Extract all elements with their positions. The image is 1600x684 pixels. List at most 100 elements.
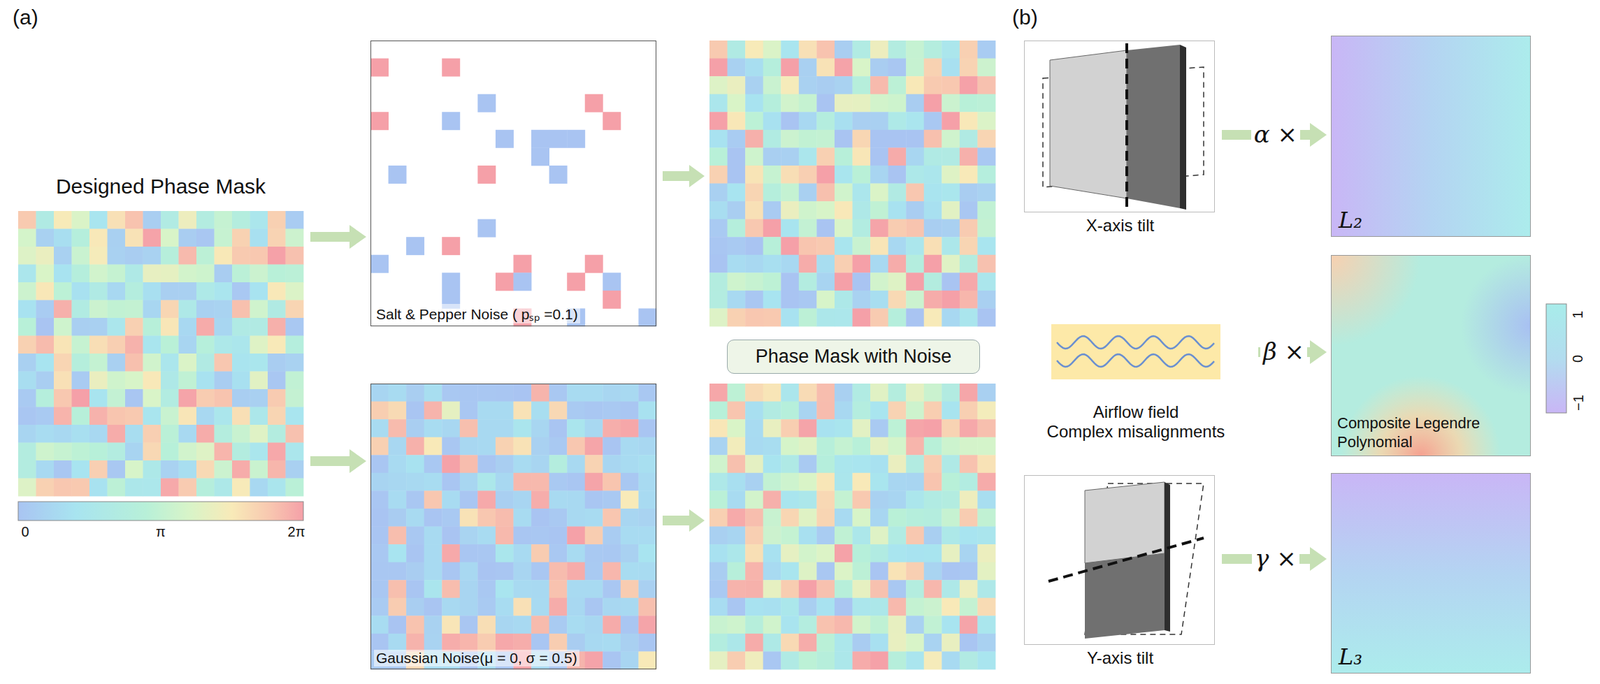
grid-cell <box>620 490 639 509</box>
grid-cell <box>89 211 108 230</box>
grid-cell <box>745 130 764 149</box>
grid-cell <box>441 633 460 653</box>
grid-cell <box>89 318 108 337</box>
grid-cell <box>53 424 72 444</box>
grid-cell <box>89 282 108 301</box>
grid-cell <box>905 615 925 634</box>
grid-cell <box>267 371 286 391</box>
grid-cell <box>602 508 621 528</box>
grid-cell <box>214 246 233 265</box>
grid-cell <box>834 455 853 474</box>
grid-cell <box>495 527 514 546</box>
grid-cell <box>388 419 407 438</box>
grid-cell <box>285 229 305 248</box>
grid-cell <box>107 246 126 265</box>
grid-cell <box>924 308 943 327</box>
grid-cell <box>89 443 108 462</box>
grid-cell <box>834 598 853 617</box>
grid-cell <box>852 255 871 274</box>
grid-cell <box>388 473 407 492</box>
grid-cell <box>977 437 996 456</box>
grid-cell <box>406 419 425 438</box>
grid-cell <box>816 236 835 256</box>
grid-cell <box>888 419 907 438</box>
phase-grids <box>18 40 996 670</box>
grid-cell <box>905 165 925 184</box>
grid-cell <box>620 455 639 474</box>
grid-cell <box>780 401 799 421</box>
grid-cell <box>905 598 925 617</box>
grid-cell <box>459 383 479 402</box>
grid-cell <box>459 490 479 509</box>
grid-cell <box>513 544 532 563</box>
grid-cell <box>143 229 162 248</box>
grid-cell <box>459 633 479 653</box>
grid-cell <box>924 201 943 220</box>
grid-cell <box>250 336 269 355</box>
grid-cell <box>125 443 144 462</box>
grid-cell <box>160 443 179 462</box>
grid-cell <box>459 473 479 492</box>
grid-cell <box>160 282 179 301</box>
grid-cell <box>178 282 198 301</box>
grid-cell <box>125 478 144 497</box>
grid-cell <box>549 508 568 528</box>
grid-cell <box>977 165 996 184</box>
grid-cell <box>285 460 305 479</box>
grid-cell <box>834 473 853 492</box>
grid-cell <box>424 383 443 402</box>
grid-cell <box>852 651 871 670</box>
grid-cell <box>125 460 144 479</box>
grid-cell <box>531 437 550 456</box>
grid-cell <box>941 236 960 256</box>
grid-cell <box>549 473 568 492</box>
grid-cell <box>214 211 233 230</box>
grid-cell <box>888 272 907 291</box>
grid-cell <box>959 290 978 309</box>
arrow-head <box>1309 340 1327 365</box>
grid-cell <box>424 508 443 528</box>
grid-cell <box>977 308 996 327</box>
grid-cell <box>459 615 479 634</box>
grid-cell <box>870 580 889 599</box>
grid-cell <box>477 633 496 653</box>
grid-cell <box>763 255 782 274</box>
grid-cell <box>160 407 179 426</box>
grid-cell <box>941 201 960 220</box>
grid-cell <box>709 527 728 546</box>
colorbar-tick: 0 <box>20 524 29 541</box>
grid-cell <box>905 219 925 238</box>
grid-cell <box>709 58 728 77</box>
grid-cell <box>107 460 126 479</box>
panel-letter: (b) <box>1012 5 1039 30</box>
grid-cell <box>924 490 943 509</box>
grid-cell <box>250 353 269 372</box>
grid-cell <box>870 94 889 113</box>
grid-cell <box>549 383 568 402</box>
grid-cell <box>941 455 960 474</box>
grid-cell <box>531 401 550 421</box>
grid-cell <box>709 562 728 581</box>
grid-cell <box>620 562 639 581</box>
grid-cell <box>267 353 286 372</box>
grid-cell <box>441 580 460 599</box>
grid-cell <box>107 229 126 248</box>
grid-cell <box>18 389 37 408</box>
grid-cell <box>71 478 91 497</box>
grid-cell <box>977 598 996 617</box>
grid-cell <box>232 389 251 408</box>
arrow-head <box>1309 123 1327 147</box>
grid-cell <box>513 490 532 509</box>
grid-cell <box>709 255 728 274</box>
arrow-shaft <box>310 456 351 467</box>
grid-cell <box>798 165 818 184</box>
grid-cell <box>513 598 532 617</box>
grid-cell <box>602 272 621 291</box>
grid-cell <box>370 255 389 274</box>
grid-cell <box>196 211 215 230</box>
grid-cell <box>727 455 746 474</box>
grid-cell <box>89 407 108 426</box>
grid-cell <box>834 651 853 670</box>
grid-cell <box>870 272 889 291</box>
grid-cell <box>388 508 407 528</box>
